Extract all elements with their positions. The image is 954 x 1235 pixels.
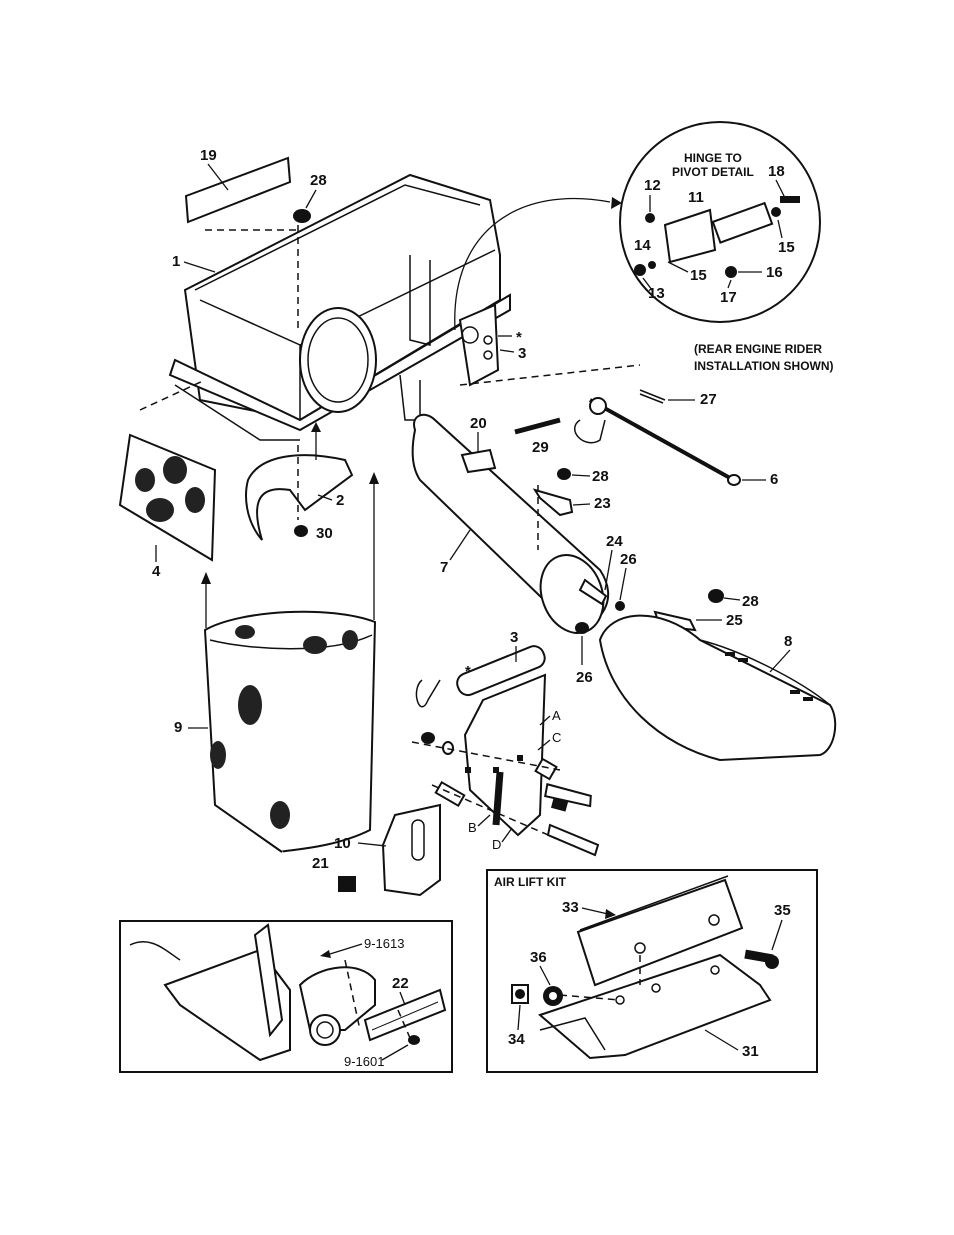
hinge-detail-title-1: HINGE TO: [684, 151, 742, 165]
air-lift-plate-33: [576, 875, 744, 987]
inset-part-9-1601: 9-1601: [344, 1054, 384, 1069]
rear-engine-note-1: (REAR ENGINE RIDER: [694, 342, 822, 356]
callout-14: 14: [634, 237, 651, 254]
callout-3-lower: 3: [510, 629, 518, 646]
callout-19: 19: [200, 147, 217, 164]
callout-12: 12: [644, 177, 661, 194]
callout-29: 29: [532, 439, 549, 456]
inset-left-drawing: [129, 923, 447, 1062]
hinge-detail-title-2: PIVOT DETAIL: [672, 165, 754, 179]
deflector-8: [598, 614, 837, 762]
collection-bag-9: [203, 610, 377, 853]
fastener-21: [338, 876, 356, 892]
callout-28-right: 28: [742, 593, 759, 610]
callout-15-left: 15: [690, 267, 707, 284]
callout-26-lower: 26: [576, 669, 593, 686]
hinge-11: [663, 201, 774, 264]
callout-36: 36: [530, 949, 547, 966]
callout-2: 2: [336, 492, 344, 509]
callout-21: 21: [312, 855, 329, 872]
knob-28-top: [293, 209, 311, 223]
callout-6: 6: [770, 471, 778, 488]
callout-27: 27: [700, 391, 717, 408]
callout-1: 1: [172, 253, 180, 270]
callout-34: 34: [508, 1031, 525, 1048]
air-lift-kit-title: AIR LIFT KIT: [494, 875, 567, 889]
callout-26-upper: 26: [620, 551, 637, 568]
screen-4: [118, 433, 217, 562]
chute-tube-7: [411, 413, 610, 634]
callout-22: 22: [392, 975, 409, 992]
callout-18: 18: [768, 163, 785, 180]
bolt-30: [294, 525, 308, 537]
letter-a: A: [552, 708, 561, 723]
callout-33: 33: [562, 899, 579, 916]
callout-11: 11: [688, 189, 704, 206]
callout-15-right: 15: [778, 239, 795, 256]
washer-36: [543, 986, 563, 1006]
callout-8: 8: [784, 633, 792, 650]
callout-16: 16: [766, 264, 783, 281]
star-lower: *: [465, 663, 471, 680]
knob-28-right: [708, 589, 724, 603]
letter-c: C: [552, 730, 561, 745]
collector-hood-1: [168, 173, 511, 441]
callout-28-top: 28: [310, 172, 327, 189]
callout-10: 10: [334, 835, 351, 852]
knob-28-clamp: [557, 468, 571, 480]
latch-24: [578, 578, 608, 606]
screw-35: [744, 949, 779, 969]
lift-rod-6: [574, 397, 741, 486]
callout-23: 23: [594, 495, 611, 512]
callout-30: 30: [316, 525, 333, 542]
cotter-pin-27: [639, 389, 666, 404]
callout-25: 25: [726, 612, 743, 629]
callout-9: 9: [174, 719, 182, 736]
bracket-hardware: [415, 679, 600, 857]
letter-d: D: [492, 837, 501, 852]
callout-7: 7: [440, 559, 448, 576]
hinge-bracket-3-upper: [458, 303, 500, 387]
clevis-pin-29: [514, 417, 561, 435]
clamp-23: [532, 488, 574, 517]
callout-24: 24: [606, 533, 623, 550]
callout-28-clamp: 28: [592, 468, 609, 485]
mounting-bracket-3-lower: [456, 645, 547, 837]
letter-b: B: [468, 820, 477, 835]
callout-31: 31: [742, 1043, 759, 1060]
channel-31: [538, 953, 772, 1060]
callout-17: 17: [720, 289, 737, 306]
callout-3-upper: 3: [518, 345, 526, 362]
callout-4: 4: [152, 563, 161, 580]
decal-19: [184, 156, 292, 224]
nut-34: [511, 984, 529, 1004]
callout-35: 35: [774, 902, 791, 919]
inset-part-9-1613: 9-1613: [364, 936, 404, 951]
knob-26-lower: [575, 622, 589, 634]
star-upper: *: [516, 329, 522, 346]
flap-2: [245, 454, 354, 541]
rear-engine-note-2: INSTALLATION SHOWN): [694, 359, 834, 373]
plate-10: [381, 803, 441, 897]
callout-20: 20: [470, 415, 487, 432]
